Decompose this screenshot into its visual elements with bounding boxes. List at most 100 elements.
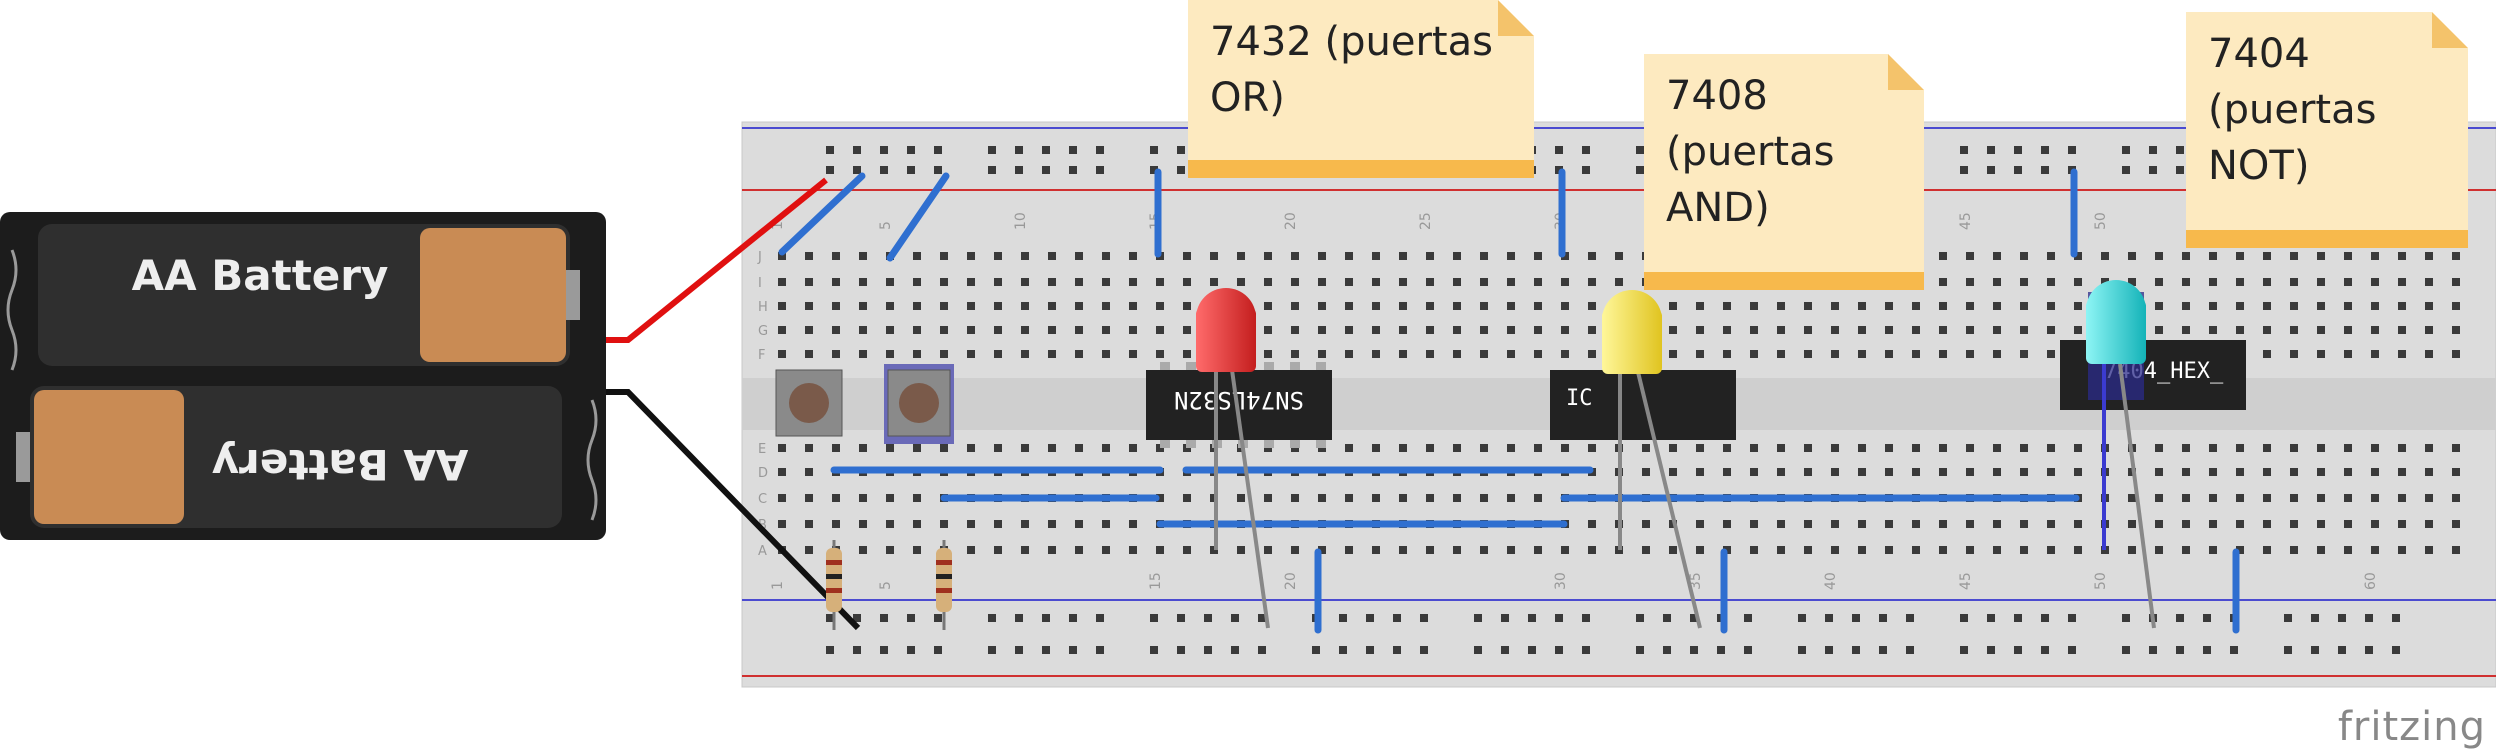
resistor-1[interactable] xyxy=(826,540,842,630)
breadboard-hole xyxy=(2203,646,2211,654)
breadboard-hole xyxy=(1264,302,1272,310)
breadboard-hole xyxy=(1528,614,1536,622)
breadboard-hole xyxy=(1534,494,1542,502)
breadboard-hole xyxy=(778,444,786,452)
breadboard-hole xyxy=(1750,546,1758,554)
breadboard-hole xyxy=(2149,166,2157,174)
battery-pack: AA Battery AA Battery xyxy=(0,212,606,540)
breadboard-hole xyxy=(1669,546,1677,554)
red-led[interactable] xyxy=(1196,288,1270,629)
breadboard-hole xyxy=(859,350,867,358)
jumper-wire[interactable] xyxy=(886,172,950,262)
breadboard-hole xyxy=(2101,252,2109,260)
breadboard-hole xyxy=(1183,350,1191,358)
breadboard-hole xyxy=(2263,444,2271,452)
breadboard-hole xyxy=(2452,468,2460,476)
breadboard-hole xyxy=(1534,350,1542,358)
breadboard-hole xyxy=(1993,302,2001,310)
black-wire[interactable] xyxy=(606,389,861,631)
breadboard-hole xyxy=(1399,494,1407,502)
chip-7408-and[interactable]: IC xyxy=(1550,370,1736,440)
breadboard-hole xyxy=(913,494,921,502)
breadboard-hole xyxy=(859,520,867,528)
breadboard-hole xyxy=(2041,614,2049,622)
breadboard-hole xyxy=(1366,614,1374,622)
red-wire[interactable] xyxy=(606,177,828,343)
column-number: 1 xyxy=(770,581,786,590)
breadboard-hole xyxy=(1939,252,1947,260)
push-button-2[interactable] xyxy=(884,364,954,444)
yellow-led[interactable] xyxy=(1602,290,1702,629)
breadboard-hole xyxy=(1372,326,1380,334)
breadboard-hole xyxy=(1453,494,1461,502)
battery-bottom-label: AA Battery xyxy=(212,440,469,489)
breadboard-hole xyxy=(2014,166,2022,174)
breadboard-hole xyxy=(1993,468,2001,476)
breadboard-hole xyxy=(1993,326,2001,334)
breadboard-hole xyxy=(1987,614,1995,622)
breadboard-hole xyxy=(2263,326,2271,334)
breadboard-hole xyxy=(1831,520,1839,528)
breadboard-hole xyxy=(1906,646,1914,654)
breadboard-hole xyxy=(1690,646,1698,654)
breadboard-hole xyxy=(2155,468,2163,476)
breadboard-hole xyxy=(832,302,840,310)
breadboard-hole xyxy=(1453,278,1461,286)
resistor-2[interactable] xyxy=(936,540,952,630)
breadboard-hole xyxy=(832,326,840,334)
breadboard-hole xyxy=(2182,278,2190,286)
breadboard-hole xyxy=(2230,646,2238,654)
breadboard-hole xyxy=(967,326,975,334)
breadboard-hole xyxy=(2425,278,2433,286)
jumper-wire[interactable] xyxy=(778,172,866,256)
cyan-led[interactable] xyxy=(2086,280,2156,629)
breadboard-hole xyxy=(934,166,942,174)
chip-7432-or[interactable]: SN74LS32N xyxy=(1146,362,1332,448)
breadboard-hole xyxy=(1912,468,1920,476)
breadboard-hole xyxy=(1345,326,1353,334)
breadboard-hole xyxy=(1480,444,1488,452)
push-button-1[interactable] xyxy=(775,369,843,437)
breadboard-hole xyxy=(886,326,894,334)
breadboard-hole xyxy=(2047,546,2055,554)
column-number: 25 xyxy=(1418,212,1434,230)
breadboard-hole xyxy=(1939,468,1947,476)
breadboard-hole xyxy=(2338,614,2346,622)
breadboard-hole xyxy=(1831,546,1839,554)
breadboard-hole xyxy=(1939,350,1947,358)
breadboard-hole xyxy=(2020,326,2028,334)
breadboard-hole xyxy=(778,350,786,358)
breadboard-hole xyxy=(1345,350,1353,358)
breadboard-hole xyxy=(1723,520,1731,528)
breadboard-hole xyxy=(967,302,975,310)
breadboard-hole xyxy=(1831,302,1839,310)
row-letter: I xyxy=(758,276,762,291)
breadboard-hole xyxy=(2068,146,2076,154)
chip-pin xyxy=(1186,440,1196,448)
breadboard-hole xyxy=(1015,146,1023,154)
breadboard-hole xyxy=(1561,444,1569,452)
breadboard-hole xyxy=(2398,520,2406,528)
breadboard-hole xyxy=(2371,494,2379,502)
breadboard-hole xyxy=(2425,326,2433,334)
chip-pin xyxy=(1264,440,1274,448)
breadboard-hole xyxy=(1831,444,1839,452)
breadboard-hole xyxy=(940,520,948,528)
breadboard-hole xyxy=(1696,468,1704,476)
breadboard-hole xyxy=(1804,326,1812,334)
breadboard-hole xyxy=(2344,444,2352,452)
breadboard-hole xyxy=(1750,444,1758,452)
breadboard-hole xyxy=(1723,302,1731,310)
breadboard-hole xyxy=(2290,278,2298,286)
breadboard-hole xyxy=(859,278,867,286)
breadboard-hole xyxy=(2074,326,2082,334)
breadboard-hole xyxy=(1021,252,1029,260)
breadboard-hole xyxy=(2155,252,2163,260)
breadboard-hole xyxy=(1696,326,1704,334)
breadboard-hole xyxy=(1912,302,1920,310)
breadboard-hole xyxy=(1669,350,1677,358)
breadboard-hole xyxy=(1069,614,1077,622)
breadboard-hole xyxy=(1264,252,1272,260)
breadboard-hole xyxy=(1804,546,1812,554)
breadboard-hole xyxy=(1291,546,1299,554)
